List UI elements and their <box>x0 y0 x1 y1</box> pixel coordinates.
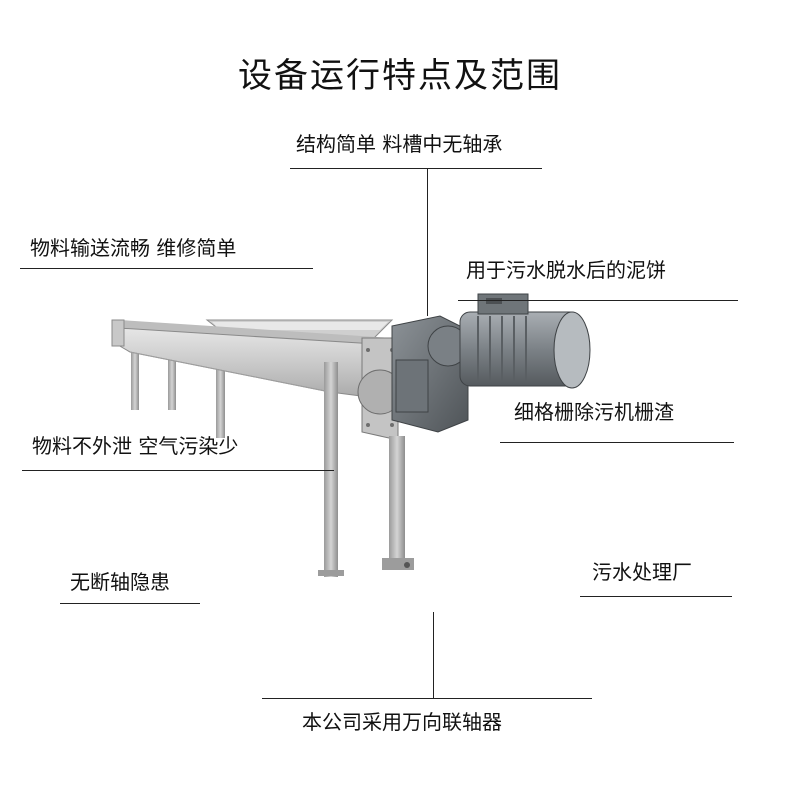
rule-left-3 <box>60 603 200 604</box>
rule-right-2 <box>500 442 734 443</box>
rule-left-2 <box>22 470 334 471</box>
label-no-broken-shaft: 无断轴隐患 <box>70 570 170 594</box>
leader-bottom-center <box>433 612 434 698</box>
front-legs <box>318 362 414 577</box>
label-screen-residue: 细格栅除污机栅渣 <box>514 400 674 424</box>
rule-left-1 <box>20 268 313 269</box>
drive-motor <box>459 293 591 389</box>
label-smooth-conveying: 物料输送流畅 维修简单 <box>30 236 237 260</box>
label-sewage-plant: 污水处理厂 <box>592 560 692 584</box>
back-legs <box>131 345 225 438</box>
label-no-leakage: 物料不外泄 空气污染少 <box>32 434 239 458</box>
rule-right-3 <box>580 596 732 597</box>
gear-reducer <box>391 315 469 433</box>
leader-top-center <box>427 168 428 316</box>
label-sludge-cake: 用于污水脱水后的泥饼 <box>466 258 666 282</box>
rule-bottom-center <box>262 698 592 699</box>
label-universal-coupling: 本公司采用万向联轴器 <box>302 710 502 734</box>
rule-top-center <box>290 168 542 169</box>
label-simple-structure: 结构简单 料槽中无轴承 <box>296 132 503 156</box>
rule-right-1 <box>458 300 738 301</box>
page-title: 设备运行特点及范围 <box>238 56 562 96</box>
